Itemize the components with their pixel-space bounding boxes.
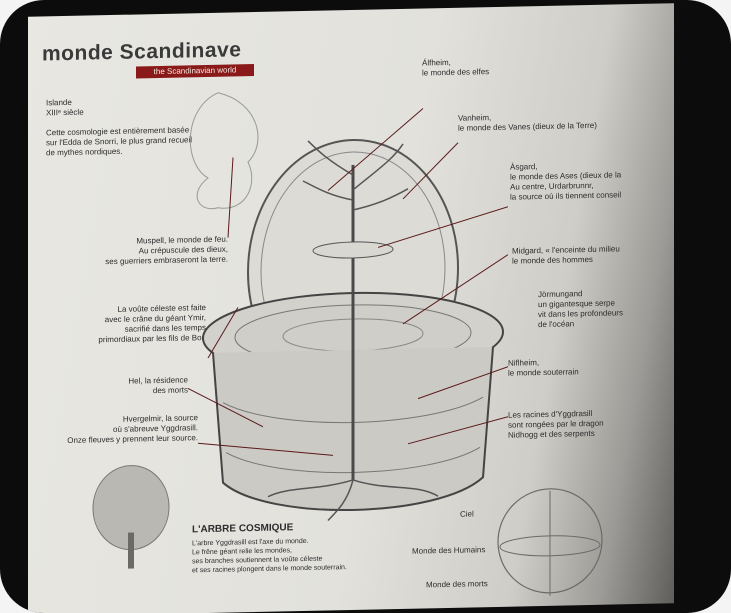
- museum-panel: monde Scandinave the Scandinavian world …: [28, 3, 674, 613]
- label-hvergelmir: Hvergelmir, la source où s'abreuve Yggdr…: [46, 413, 198, 446]
- globe-diagram: [490, 475, 610, 608]
- label-asgard: Àsgard, le monde des Ases (dieux de la A…: [510, 160, 621, 202]
- intro-place: Islande XIIIᵉ siècle: [46, 98, 84, 119]
- label-midgard: Midgard, « l'enceinte du milieu le monde…: [512, 244, 620, 266]
- intro-text: Cette cosmologie est entièrement basée s…: [46, 125, 192, 158]
- panel-title: monde Scandinave: [42, 38, 241, 66]
- label-hel: Hel, la résidence des morts: [88, 375, 188, 397]
- label-alfheim: Álfheim, le monde des elfes: [422, 57, 489, 78]
- label-niflheim: Niflheim, le monde souterrain: [508, 357, 579, 378]
- label-monde-morts: Monde des morts: [426, 579, 488, 590]
- cosmos-diagram: [178, 77, 508, 554]
- label-racines: Les racines d'Yggdrasill sont rongées pa…: [508, 409, 604, 441]
- label-jormungand: Jörmungand un gigantesque serpe vit dans…: [538, 288, 623, 330]
- tree-illustration: [86, 462, 176, 574]
- panel-subtitle: the Scandinavian world: [136, 64, 254, 78]
